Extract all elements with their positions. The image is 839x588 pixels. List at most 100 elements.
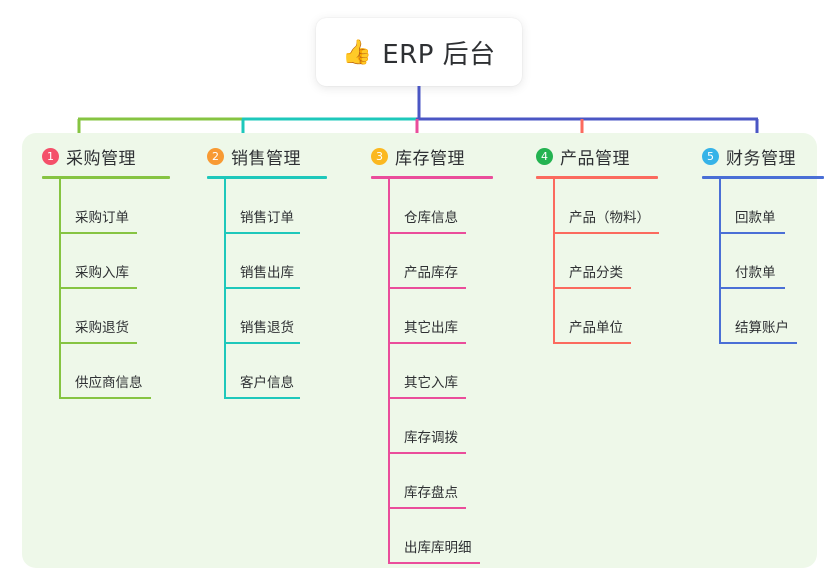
module-title: 库存管理: [395, 148, 465, 169]
module-title: 采购管理: [66, 148, 136, 169]
module-item-label: 采购退货: [75, 320, 129, 336]
module-column: 2 销售管理销售订单销售出库销售退货客户信息: [207, 143, 327, 399]
module-item-label: 销售订单: [240, 210, 294, 226]
module-item-rule: [224, 287, 300, 289]
module-item-label: 产品单位: [569, 320, 623, 336]
thumbs-up-icon: 👍: [342, 38, 373, 66]
module-item-label: 其它出库: [404, 320, 458, 336]
module-item-rule: [388, 342, 466, 344]
module-item-rule: [59, 342, 137, 344]
module-item-rule: [719, 342, 797, 344]
module-index-badge: 3: [371, 147, 388, 165]
module-item-label: 付款单: [735, 265, 776, 281]
module-header[interactable]: 5 财务管理: [702, 143, 824, 169]
module-item-label: 产品库存: [404, 265, 458, 281]
module-spine: [224, 179, 226, 399]
module-item-rule: [388, 232, 466, 234]
module-item-rule: [59, 397, 151, 399]
module-item-rule: [553, 232, 659, 234]
root-title: ERP 后台: [382, 39, 496, 70]
module-item-rule: [388, 562, 480, 564]
module-item[interactable]: 产品单位: [536, 289, 658, 344]
module-header[interactable]: 2 销售管理: [207, 143, 327, 169]
module-title: 财务管理: [726, 148, 796, 169]
module-item[interactable]: 其它入库: [371, 344, 493, 399]
module-header-rule: [42, 176, 170, 179]
module-item-label: 库存盘点: [404, 485, 458, 501]
module-item[interactable]: 回款单: [702, 179, 824, 234]
module-item-label: 销售出库: [240, 265, 294, 281]
module-spine: [719, 179, 721, 344]
module-spine: [59, 179, 61, 399]
module-index-badge: 4: [536, 147, 553, 165]
module-item-list: 仓库信息产品库存其它出库其它入库库存调拨库存盘点出库库明细: [371, 179, 493, 564]
module-title: 销售管理: [231, 148, 301, 169]
module-item-rule: [224, 342, 300, 344]
module-header[interactable]: 3 库存管理: [371, 143, 493, 169]
module-item-label: 采购入库: [75, 265, 129, 281]
module-item-list: 产品（物料） 产品分类产品单位: [536, 179, 659, 344]
module-item-label: 产品分类: [569, 265, 623, 281]
module-item[interactable]: 产品分类: [536, 234, 658, 289]
module-spine: [388, 179, 390, 564]
module-item[interactable]: 结算账户: [702, 289, 824, 344]
root-node-card[interactable]: 👍 ERP 后台: [316, 18, 522, 86]
module-title: 产品管理: [560, 148, 630, 169]
module-item-rule: [224, 232, 300, 234]
module-item-label: 销售退货: [240, 320, 294, 336]
module-item-rule: [553, 287, 631, 289]
module-item[interactable]: 产品库存: [371, 234, 493, 289]
module-item-label: 供应商信息: [75, 375, 143, 391]
module-index-badge: 5: [702, 147, 719, 165]
module-item-rule: [553, 342, 631, 344]
module-item[interactable]: 付款单: [702, 234, 824, 289]
module-index-badge: 2: [207, 147, 224, 165]
module-header-rule: [702, 176, 824, 179]
module-column: 1 采购管理采购订单采购入库采购退货供应商信息: [42, 143, 170, 399]
module-header[interactable]: 1 采购管理: [42, 143, 170, 169]
module-item-rule: [719, 232, 785, 234]
module-item-rule: [388, 287, 466, 289]
module-item-rule: [224, 397, 300, 399]
module-item[interactable]: 采购入库: [42, 234, 170, 289]
module-item-label: 其它入库: [404, 375, 458, 391]
module-column: 3 库存管理仓库信息产品库存其它出库其它入库库存调拨库存盘点出库库明细: [371, 143, 493, 564]
module-item[interactable]: 仓库信息: [371, 179, 493, 234]
module-item[interactable]: 销售出库: [207, 234, 327, 289]
module-header-rule: [536, 176, 658, 179]
module-item[interactable]: 其它出库: [371, 289, 493, 344]
module-item[interactable]: 产品（物料）: [536, 179, 659, 234]
module-item[interactable]: 库存盘点: [371, 454, 493, 509]
module-header-rule: [207, 176, 327, 179]
module-item-rule: [59, 287, 137, 289]
module-item-label: 仓库信息: [404, 210, 458, 226]
module-item-rule: [388, 507, 466, 509]
module-item[interactable]: 库存调拨: [371, 399, 493, 454]
module-header-rule: [371, 176, 493, 179]
module-item[interactable]: 出库库明细: [371, 509, 493, 564]
module-item-list: 采购订单采购入库采购退货供应商信息: [42, 179, 170, 399]
module-item[interactable]: 采购订单: [42, 179, 170, 234]
module-item-rule: [719, 287, 785, 289]
module-column: 5 财务管理回款单付款单结算账户: [702, 143, 824, 344]
module-item[interactable]: 客户信息: [207, 344, 327, 399]
module-index-badge: 1: [42, 147, 59, 165]
module-item-label: 客户信息: [240, 375, 294, 391]
module-column: 4 产品管理产品（物料） 产品分类产品单位: [536, 143, 659, 344]
module-item-rule: [388, 452, 466, 454]
module-item-label: 库存调拨: [404, 430, 458, 446]
module-item-rule: [388, 397, 466, 399]
module-item[interactable]: 供应商信息: [42, 344, 170, 399]
module-item-label: 回款单: [735, 210, 776, 226]
module-item-label: 产品（物料）: [569, 210, 650, 226]
module-item-label: 结算账户: [735, 320, 789, 336]
module-item[interactable]: 采购退货: [42, 289, 170, 344]
module-item-list: 销售订单销售出库销售退货客户信息: [207, 179, 327, 399]
module-item[interactable]: 销售订单: [207, 179, 327, 234]
module-spine: [553, 179, 555, 344]
module-item[interactable]: 销售退货: [207, 289, 327, 344]
module-header[interactable]: 4 产品管理: [536, 143, 658, 169]
modules-panel: 1 采购管理采购订单采购入库采购退货供应商信息 2 销售管理销售订单销售出库销售退货客…: [22, 133, 824, 568]
module-item-label: 出库库明细: [404, 540, 472, 556]
module-item-rule: [59, 232, 137, 234]
